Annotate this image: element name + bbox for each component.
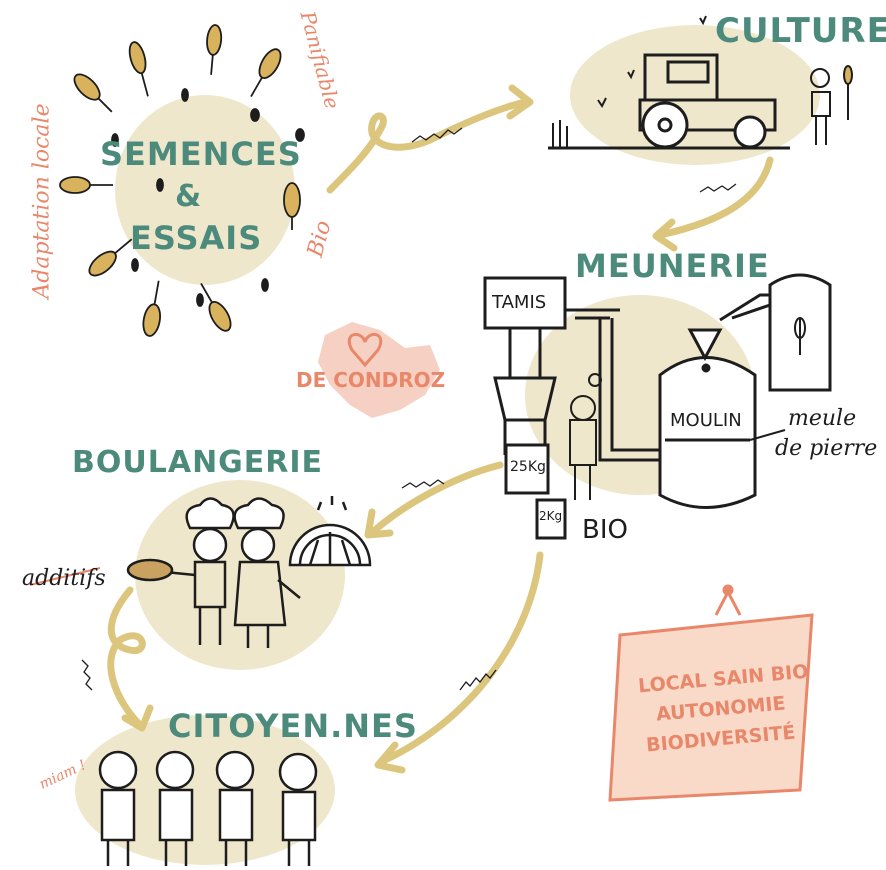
moulin-pipe [598,318,660,462]
wheat-ears-ring [59,24,305,337]
citizen-2 [155,750,195,866]
bread-oven [288,496,372,567]
wheat-ear-icon [283,182,301,230]
arrow-head-culture [506,84,534,120]
arrow-head-meunerie [652,218,678,252]
arrow-head-citoyens-right [374,741,406,774]
citoyens-title: CITOYEN.NES [168,707,418,745]
moulin-body [658,356,757,509]
meule-label-line2: de pierre [775,436,878,461]
tractor-body [638,98,777,132]
wheat-sketch-1 [411,127,463,143]
bag-small [535,498,567,540]
baker-2 [233,497,301,648]
citizen-1 [98,750,138,866]
wheat-sketch-4 [459,669,497,691]
wheat-ear-icon [73,73,113,113]
culture-title: CULTURE [715,11,886,51]
culture-illustration [548,15,853,150]
adaptation-locale-label: Adaptation locale [29,103,55,299]
arrow-semences-to-culture [326,98,529,194]
semences-title-line3: ESSAIS [130,219,263,257]
additifs-strike [29,567,101,586]
citoyens-illustration [98,750,318,866]
tractor-back-wheel [641,101,689,149]
wheat-sketch-2 [699,183,737,193]
arrow-culture-to-meunerie [656,156,774,239]
tamis-label: TAMIS [492,292,547,313]
miller-figure [569,373,602,500]
semences-title-line1: SEMENCES [100,135,302,173]
wheat-ear-icon [128,41,149,97]
wheat-ear-icon [206,24,223,75]
arrow-wheat-sketches [81,127,737,691]
meunerie-bio-label: BIO [582,515,628,545]
moulin-hopper [687,328,723,362]
seed-dots [111,88,305,307]
baker-1 [164,497,235,645]
arrow-boulangerie-to-citoyens [107,586,146,729]
wheat-ear-icon [200,282,232,332]
silo-wheat-icon [794,317,806,355]
arrow-meunerie-to-citoyens [381,551,544,764]
meunerie-illustration [483,273,832,540]
meule-pointer [749,429,786,441]
boulangerie-illustration [29,496,372,648]
heart-icon [347,333,383,368]
bread-loaf [126,558,174,582]
semences-title-line2: & [175,179,203,214]
arrow-head-citoyens-left [121,704,154,732]
tractor-front-wheel [733,115,767,149]
additifs-label: additifs [22,566,106,591]
tractor-hub [657,117,673,133]
moulin-label: MOULIN [670,410,742,431]
wheat-ear-icon [250,48,282,98]
wheat-ear-icon [88,238,133,277]
boulangerie-title: BOULANGERIE [72,445,324,480]
flow-arrows [107,84,774,774]
condroz-label: DE CONDROZ [296,368,446,392]
citoyens-blob [75,715,335,865]
condroz-region-shape [318,322,440,418]
semences-blob [115,95,295,285]
bag-small-label: 2Kg [539,509,563,523]
bag-large [504,443,550,495]
arrow-meunerie-to-boulangerie [371,461,504,534]
arrow-head-boulangerie [364,508,394,539]
wheat-ear-icon [142,280,161,337]
farmer-figure [810,65,853,145]
wheat-sketch-3 [401,479,445,489]
citizen-3 [215,750,255,866]
wheat-sketch-5 [81,659,93,691]
field-sprouts [552,15,707,148]
sign-board [608,613,814,802]
meule-label-line1: meule [788,406,857,431]
tractor-window [666,60,710,84]
wheat-ear-icon [59,176,113,194]
condroz-map [318,322,440,418]
meunerie-title: MEUNERIE [575,247,770,285]
bag-large-label: 25Kg [510,459,546,475]
values-sign [608,584,814,802]
citizen-4 [278,752,318,866]
